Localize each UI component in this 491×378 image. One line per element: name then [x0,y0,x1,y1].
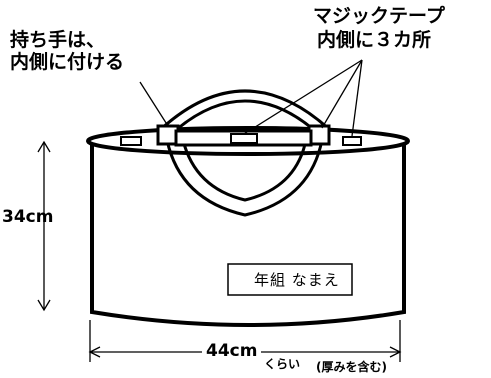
velcro-patch-center [230,133,258,144]
height-label: 34cm [2,207,54,227]
width-note-paren: (厚みを含む) [316,360,387,374]
velcro-patch-left [120,136,142,146]
handle-arch-outer [158,89,332,132]
height-arrow-bottom [37,299,51,312]
leader-tape-center [243,59,363,135]
handle-inner-loop-outer [165,139,324,217]
width-arrow-right [389,346,402,358]
velcro-patch-right [342,136,362,146]
handle-arch-inner [175,99,315,132]
width-note: くらい [264,357,301,371]
callout-tape-line2: 内側に３カ所 [317,29,432,51]
callout-handles-line2: 内側に付ける [10,51,125,73]
height-arrow-top [37,140,51,153]
bag-body [90,143,406,327]
width-arrow-left [88,346,101,358]
callout-handles-line1: 持ち手は、 [10,29,106,51]
leader-tape-right [351,59,363,137]
callout-tape-line1: マジックテープ [313,5,445,27]
leader-tape-handle [321,59,363,129]
width-label: 44cm [202,343,262,360]
nameplate-box [227,263,353,296]
handle-inner-loop-inner [181,139,308,202]
leader-handles [139,81,169,127]
nameplate-text: 年組 なまえ [254,271,340,289]
